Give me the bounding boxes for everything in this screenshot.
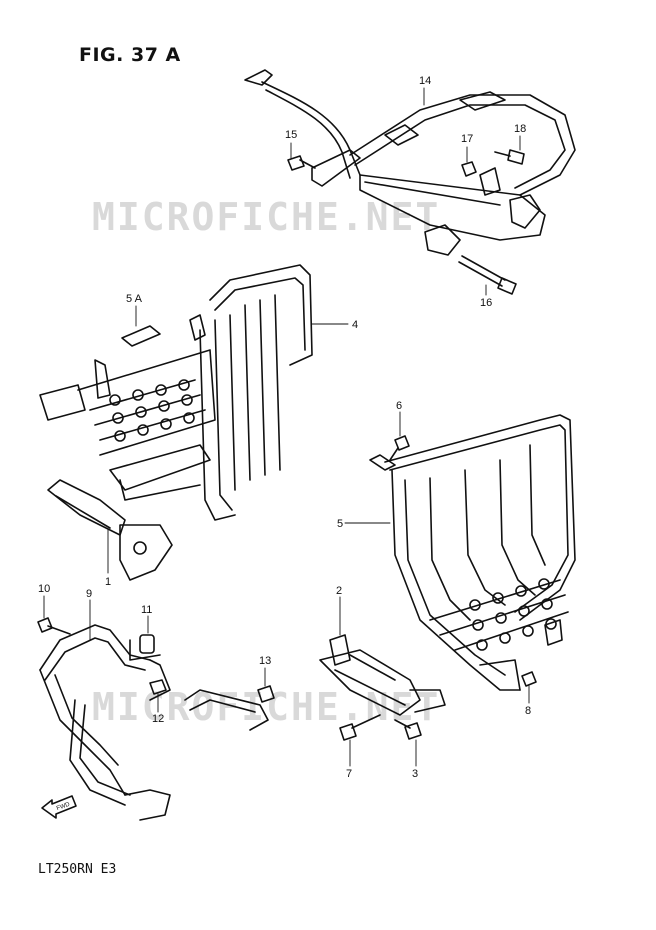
nut-13-drawing <box>257 685 275 703</box>
callout-13: 13 <box>259 655 271 667</box>
callout-6: 6 <box>396 400 402 412</box>
collar-11-drawing <box>129 634 161 661</box>
callout-3: 3 <box>412 768 418 780</box>
callout-5: 5 <box>337 518 343 530</box>
bolt-10-drawing <box>37 617 71 635</box>
bolt-15-drawing <box>287 155 316 171</box>
callout-14: 14 <box>419 75 431 87</box>
callout-12: 12 <box>152 713 164 725</box>
bolt-18-drawing <box>494 149 525 165</box>
callout-17: 17 <box>461 133 473 145</box>
left-guard-holes <box>109 379 195 442</box>
left-footrest-guard-drawing <box>39 264 313 521</box>
label-plate-drawing <box>121 325 161 347</box>
left-footpeg-drawing <box>47 479 173 581</box>
callout-11: 11 <box>141 604 152 616</box>
callout-7: 7 <box>346 768 352 780</box>
nut-12-drawing <box>149 679 167 695</box>
callout-18: 18 <box>514 123 526 135</box>
bolt-7-drawing <box>339 714 381 741</box>
callout-1: 1 <box>105 576 111 588</box>
right-footpeg-drawing <box>319 634 446 716</box>
callout-9: 9 <box>86 588 92 600</box>
bolt-6-drawing <box>389 435 410 461</box>
fwd-label: FWD <box>56 802 72 813</box>
right-footrest-guard-drawing <box>369 414 576 691</box>
forward-arrow-icon <box>41 795 77 819</box>
nut-8-drawing <box>521 671 537 687</box>
callout-2: 2 <box>336 585 342 597</box>
bolt-16-drawing <box>458 255 517 295</box>
front-bumper-bar-drawing <box>39 624 269 821</box>
callout-10: 10 <box>38 583 50 595</box>
rear-frame-bracket-drawing <box>244 69 576 256</box>
callout-15: 15 <box>285 129 297 141</box>
watermark-top: MICROFICHE.NET <box>92 195 441 239</box>
callout-4: 4 <box>352 319 358 331</box>
callout-16: 16 <box>480 297 492 309</box>
part-callouts: 14 15 17 18 16 5 A 4 6 5 1 10 9 11 2 13 … <box>38 75 531 812</box>
bolt-3-drawing <box>394 719 422 740</box>
figure-title: FIG. 37 A <box>79 44 181 66</box>
nut-17-drawing <box>461 161 477 177</box>
model-code: LT250RN E3 <box>38 862 117 877</box>
right-guard-holes <box>469 578 557 651</box>
callout-8: 8 <box>525 705 531 717</box>
callout-5a: 5 A <box>126 293 143 305</box>
